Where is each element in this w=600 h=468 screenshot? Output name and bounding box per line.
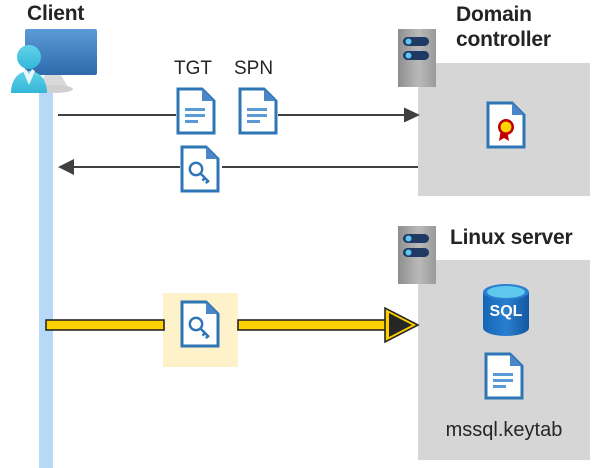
linux-server-icon [398, 226, 436, 284]
keytab-filename-label: mssql.keytab [445, 419, 563, 441]
tgt-label: TGT [174, 58, 212, 79]
domain-controller-title-line2: controller [456, 28, 551, 51]
key-document-icon-response [180, 145, 220, 193]
spn-document-icon [238, 87, 278, 135]
arrow-response-dc-to-client [58, 159, 418, 175]
spn-label: SPN [234, 58, 274, 79]
client-lifeline [39, 80, 53, 468]
client-workstation-icon [11, 29, 97, 93]
sql-label: SQL [490, 303, 523, 320]
domain-controller-title: Domain controller [456, 2, 596, 52]
client-title: Client [27, 2, 85, 25]
certificate-icon [486, 101, 526, 149]
keytab-document-icon [484, 352, 524, 400]
key-document-icon-service-ticket [180, 300, 220, 348]
linux-server-title: Linux server [450, 226, 573, 249]
domain-controller-server-icon [398, 29, 436, 87]
tgt-document-icon [176, 87, 216, 135]
sql-database-icon: SQL [483, 284, 529, 336]
domain-controller-title-line1: Domain [456, 3, 532, 26]
